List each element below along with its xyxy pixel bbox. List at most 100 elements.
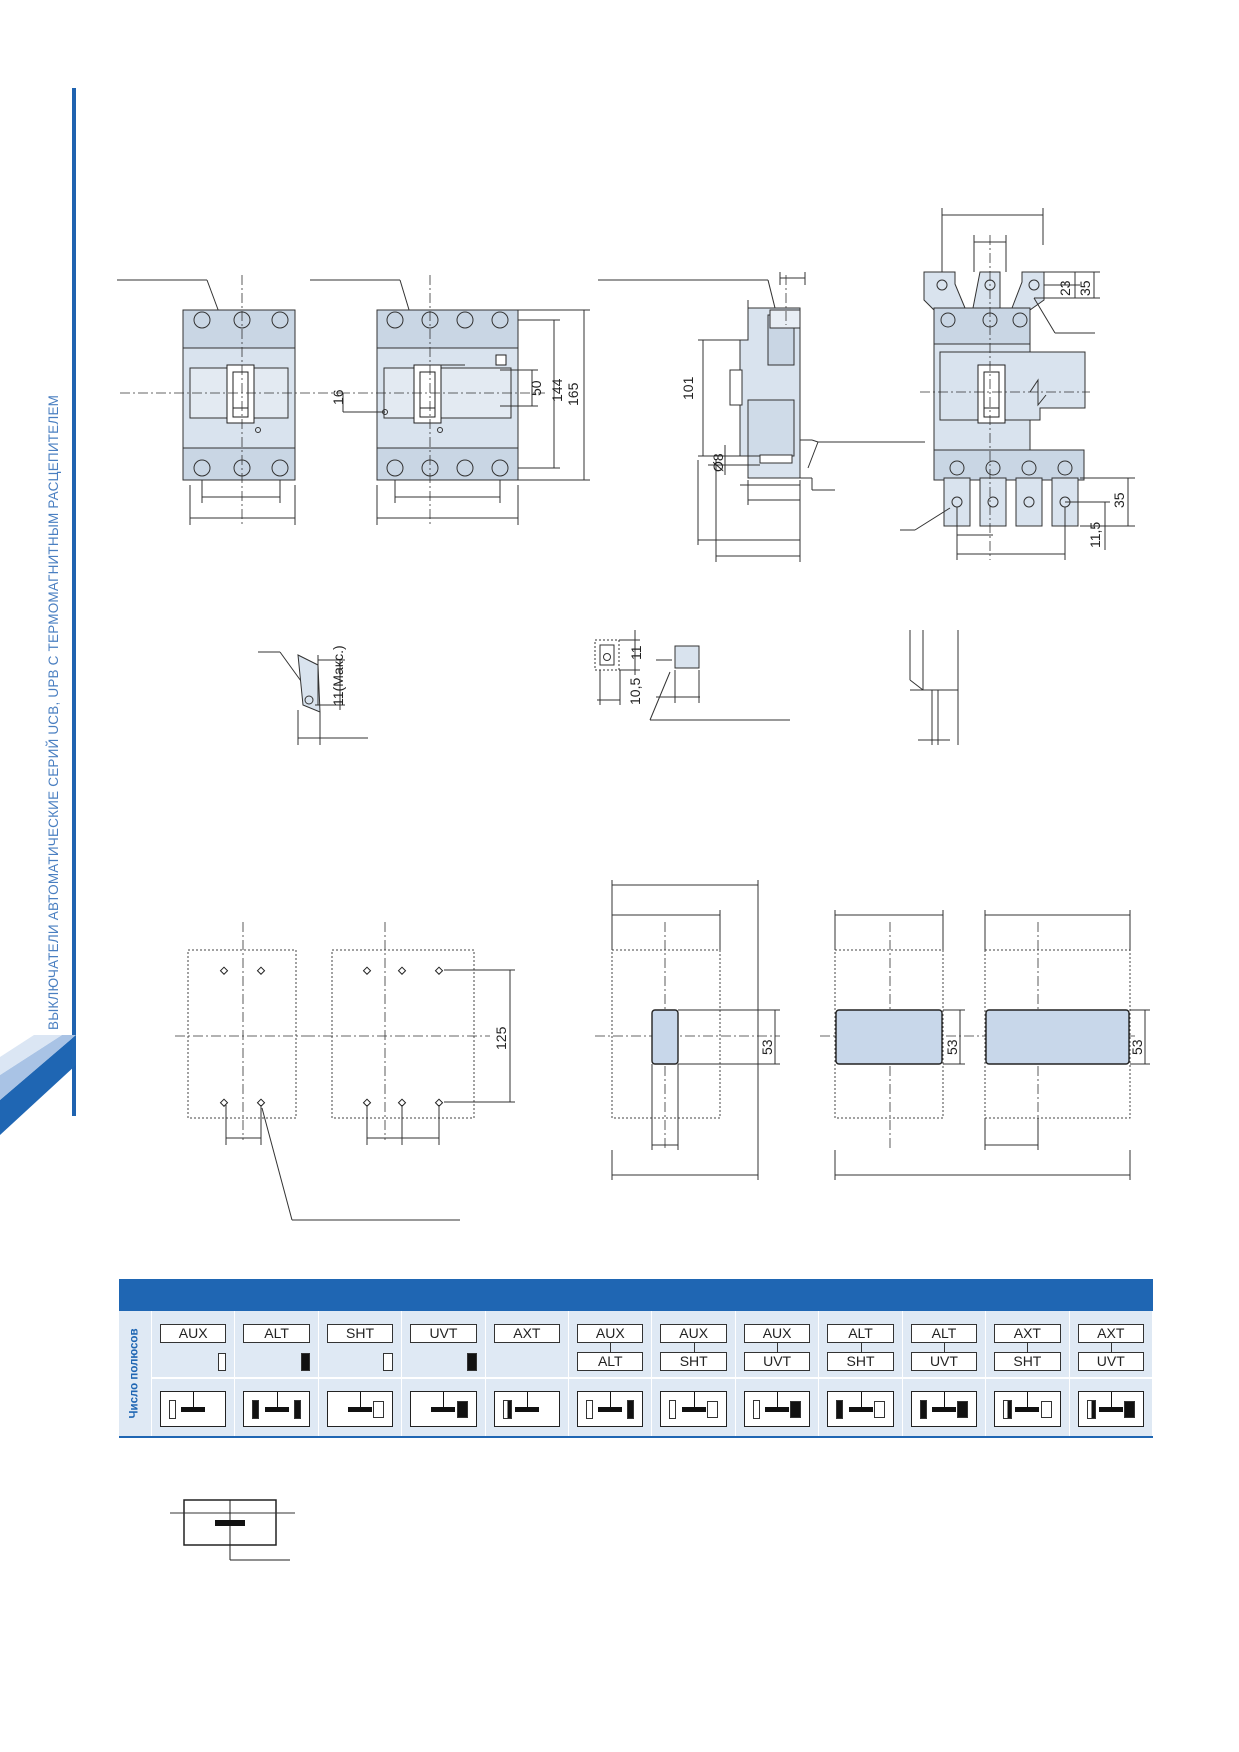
- symbol-frame: [326, 1391, 394, 1427]
- accessory-label-top: ALT: [827, 1324, 894, 1343]
- undervoltage-trip-icon: [790, 1401, 802, 1418]
- drawing-cutout-handle: [595, 880, 780, 1180]
- table-header-bar: [119, 1279, 1153, 1311]
- aux-contact-icon: [169, 1400, 176, 1419]
- accessory-config-1: AUX: [152, 1311, 236, 1377]
- accessory-symbol-3: [318, 1377, 403, 1436]
- symbol-contact-bar: [598, 1407, 623, 1412]
- symbol-frame: [577, 1391, 644, 1427]
- symbol-frame: [160, 1391, 227, 1427]
- connector-line: [693, 1342, 695, 1352]
- alarm-contact-icon: [627, 1400, 635, 1419]
- accessory-indicator-icon: [383, 1353, 394, 1371]
- accessory-config-2: ALT: [235, 1311, 319, 1377]
- accessory-indicator-icon: [218, 1353, 227, 1371]
- accessory-label-bottom: SHT: [994, 1352, 1061, 1371]
- accessory-config-8: AUX UVT: [735, 1311, 820, 1377]
- accessory-label-top: AUX: [660, 1324, 727, 1343]
- accessory-symbol-8: [735, 1377, 820, 1436]
- aux-alarm-contact-icon: [502, 1400, 512, 1419]
- drawing-cutout-handle-4p: [984, 910, 1150, 1150]
- alarm-contact-icon: [919, 1400, 927, 1419]
- symbol-frame: [660, 1391, 727, 1427]
- accessory-symbol-11: [986, 1377, 1070, 1436]
- accessory-indicator-icon: [466, 1353, 477, 1371]
- symbol-frame: [743, 1391, 811, 1427]
- dim-53-c: 53: [1129, 1039, 1145, 1055]
- alarm-contact-icon: [836, 1400, 844, 1419]
- symbol-contact-bar: [348, 1407, 373, 1412]
- dim-d8: Ø8: [710, 453, 726, 472]
- accessory-label-bottom: UVT: [743, 1352, 811, 1371]
- shunt-trip-icon: [1040, 1401, 1052, 1418]
- legend-symbol: [170, 1499, 295, 1561]
- symbol-stem: [860, 1392, 862, 1407]
- corner-decoration: [0, 1035, 76, 1135]
- accessory-label-top: AUX: [743, 1324, 811, 1343]
- symbol-stem: [693, 1392, 695, 1407]
- dim-16: 16: [330, 389, 346, 405]
- row-label-text: Число полюсов: [128, 1328, 141, 1419]
- symbol-contact-bar: [514, 1407, 539, 1412]
- drawing-terminal-cutout: [594, 630, 790, 721]
- symbol-stem: [276, 1392, 278, 1407]
- dim-101: 101: [680, 376, 696, 400]
- accessory-symbol-6: [569, 1377, 653, 1436]
- symbol-frame: [827, 1391, 894, 1427]
- symbol-frame: [493, 1391, 561, 1427]
- symbol-contact-bar: [264, 1407, 289, 1412]
- accessory-label-bottom: SHT: [660, 1352, 727, 1371]
- accessory-label-top: AUX: [160, 1324, 227, 1343]
- drawing-side-view: [598, 272, 925, 562]
- accessory-label-top: SHT: [326, 1324, 394, 1343]
- aux-contact-icon: [586, 1400, 594, 1419]
- dim-35-top: 35: [1077, 280, 1093, 296]
- drawing-drilling-4p: [305, 922, 515, 1145]
- undervoltage-trip-icon: [957, 1401, 969, 1418]
- symbol-stem: [443, 1392, 445, 1407]
- symbol-stem: [526, 1392, 528, 1407]
- symbol-contact-bar: [1098, 1407, 1123, 1412]
- drawing-cutout-handle-3p: [820, 910, 1135, 1180]
- dim-35-bottom: 35: [1111, 492, 1127, 508]
- drawing-front-4p: [310, 275, 590, 525]
- accessory-label-top: AXT: [493, 1324, 561, 1343]
- shunt-trip-icon: [373, 1401, 385, 1418]
- alarm-contact-icon: [293, 1400, 301, 1419]
- symbol-contact-bar: [181, 1407, 206, 1412]
- accessory-label-bottom: SHT: [827, 1352, 894, 1371]
- dim-23: 23: [1057, 280, 1073, 296]
- symbol-contact-bar: [681, 1407, 706, 1412]
- alarm-contact-icon: [252, 1400, 260, 1419]
- dim-11: 11: [628, 645, 644, 660]
- shunt-trip-icon: [873, 1401, 885, 1418]
- aux-alarm-contact-icon: [1086, 1400, 1096, 1419]
- dim-11-5: 11,5: [1087, 522, 1103, 548]
- accessory-label-bottom: UVT: [910, 1352, 978, 1371]
- aux-contact-icon: [752, 1400, 760, 1419]
- accessory-indicator-icon: [300, 1353, 310, 1371]
- connector-line: [1110, 1342, 1112, 1352]
- connector-line: [860, 1342, 862, 1352]
- dim-144: 144: [549, 378, 565, 402]
- accessory-config-5: AXT: [485, 1311, 570, 1377]
- symbol-contact-bar: [931, 1407, 956, 1412]
- dim-11-max: 11(Макс.): [330, 645, 346, 706]
- symbol-frame: [410, 1391, 477, 1427]
- accessory-config-3: SHT: [318, 1311, 403, 1377]
- symbol-frame: [243, 1391, 310, 1427]
- accessory-config-9: ALT SHT: [819, 1311, 903, 1377]
- symbol-stem: [1110, 1392, 1112, 1407]
- connector-line: [610, 1342, 612, 1352]
- symbol-frame: [910, 1391, 978, 1427]
- accessory-symbol-10: [902, 1377, 987, 1436]
- dim-125: 125: [493, 1026, 509, 1050]
- drawings: 16 50 144 165: [117, 208, 1150, 1221]
- connector-line: [1027, 1342, 1029, 1352]
- symbol-stem: [610, 1392, 612, 1407]
- accessory-label-top: UVT: [410, 1324, 477, 1343]
- accessory-label-top: AXT: [1077, 1324, 1144, 1343]
- accessory-config-4: UVT: [402, 1311, 486, 1377]
- symbol-contact-bar: [848, 1407, 873, 1412]
